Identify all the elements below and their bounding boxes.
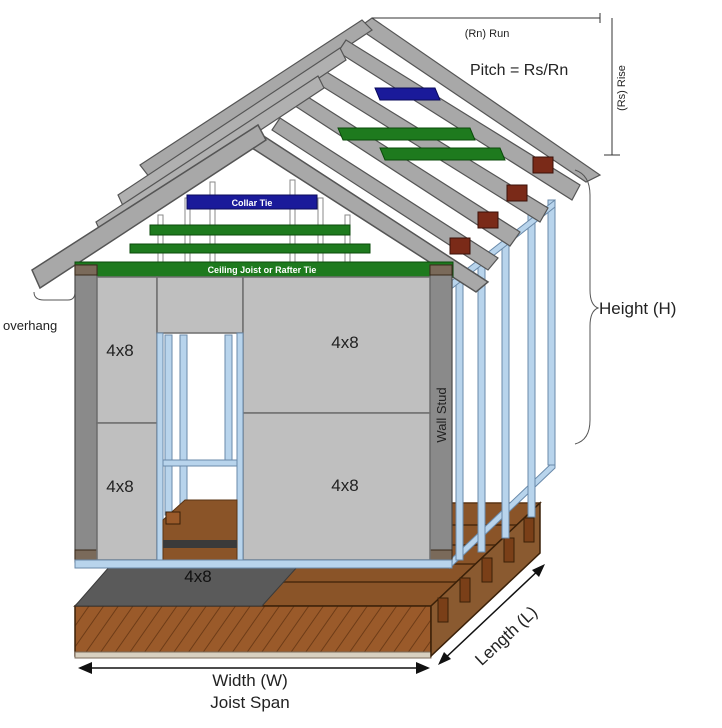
height-label: Height (H) — [599, 299, 676, 318]
wall-panel-lower-right — [242, 412, 431, 561]
wall-stud-label: Wall Stud — [434, 387, 449, 442]
rise-label: (Rs) Rise — [616, 65, 628, 111]
wall-panel-lower-left — [96, 422, 158, 561]
panel-label-lower-right: 4x8 — [331, 476, 358, 495]
panel-label-upper-left: 4x8 — [106, 341, 133, 360]
panel-label-upper-right: 4x8 — [331, 333, 358, 352]
front-rafter-left — [31, 123, 267, 290]
bottom-plate — [74, 559, 453, 569]
panel-label-floor: 4x8 — [184, 567, 211, 586]
pitch-label: Pitch = Rs/Rn — [470, 62, 568, 79]
front-wall: 4x8 4x8 4x8 4x8 Wall Stud — [74, 264, 453, 569]
collar-tie — [186, 194, 318, 210]
joist-span-label: Joist Span — [210, 693, 289, 712]
corner-post-left — [74, 264, 98, 563]
wall-panel-upper-left — [96, 276, 158, 424]
roof: Collar Tie Ceiling Joist or Rafter Tie — [31, 17, 602, 293]
length-label: Length (L) — [471, 603, 541, 670]
overhang-label: overhang — [3, 318, 57, 333]
side-wall-studs — [159, 198, 556, 570]
wall-panel-header — [156, 276, 244, 334]
collar-tie-label: Collar Tie — [232, 198, 273, 208]
panel-label-lower-left: 4x8 — [106, 477, 133, 496]
ceiling-joist-label: Ceiling Joist or Rafter Tie — [208, 265, 317, 275]
width-label: Width (W) — [212, 671, 288, 690]
front-rim-joist — [74, 605, 432, 657]
run-label: (Rn) Run — [465, 28, 510, 40]
